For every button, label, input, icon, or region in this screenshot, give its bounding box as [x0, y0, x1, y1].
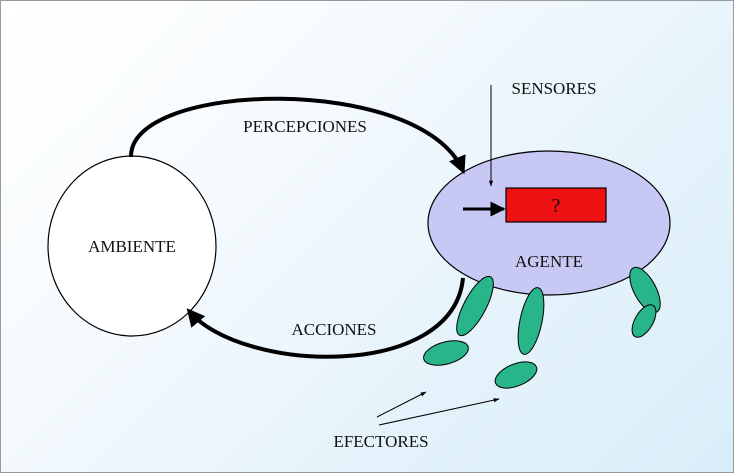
- environment-label: AMBIENTE: [88, 237, 176, 256]
- perceptions-label: PERCEPCIONES: [243, 117, 367, 136]
- effector-leg-3-foot: [631, 304, 657, 338]
- unknown-box: [505, 187, 607, 223]
- effector-leg-3-upper: [629, 266, 661, 314]
- sensors-label: SENSORES: [511, 79, 596, 98]
- effectors-pointer-2: [378, 398, 500, 426]
- actions-arrow: [186, 277, 465, 359]
- agent-label: AGENTE: [515, 252, 583, 271]
- effector-leg-2-foot: [494, 361, 538, 389]
- agent-node: [427, 150, 671, 296]
- effector-leg-2-upper: [517, 287, 545, 355]
- actions-label: ACCIONES: [291, 320, 376, 339]
- effector-leg-1-foot: [423, 340, 469, 366]
- unknown-box-label: ?: [552, 195, 561, 217]
- effectors-pointer-1: [376, 391, 427, 418]
- effector-leg-1-upper: [456, 275, 494, 337]
- perceptions-arrow: [128, 96, 466, 175]
- effectors-label: EFECTORES: [333, 432, 428, 451]
